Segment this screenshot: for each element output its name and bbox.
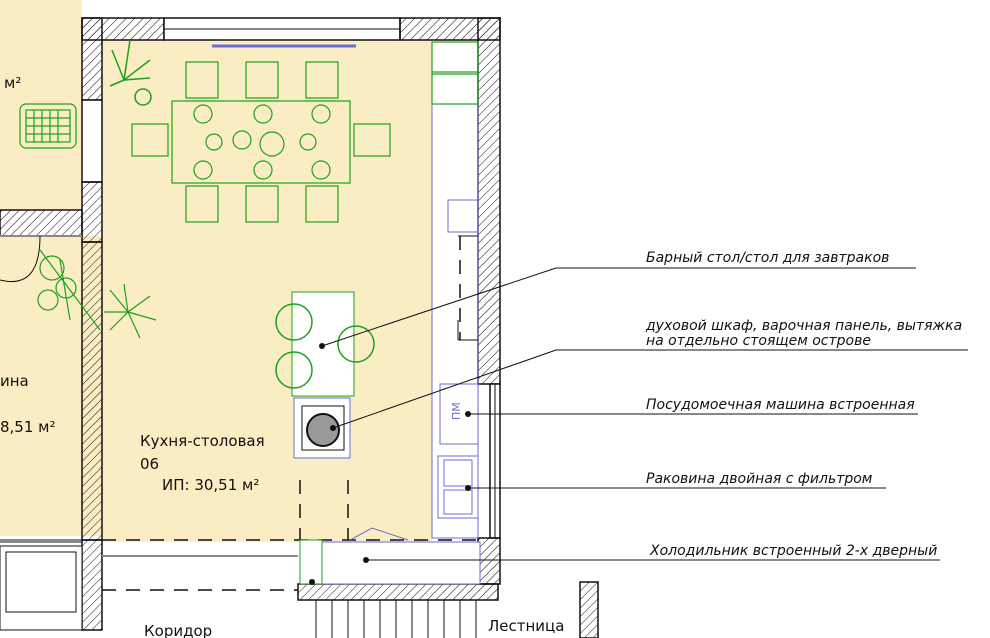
callout-dots [309, 343, 471, 585]
upper-cabinets [431, 41, 479, 105]
callout-leaders [321, 267, 968, 561]
left-room-area: м² [4, 74, 21, 92]
cooktop-island [293, 397, 351, 459]
double-sink [437, 455, 479, 519]
kitchen-number: 06 [140, 455, 159, 473]
laundry-basket-icon [19, 103, 77, 149]
stairs-label: Лестница [488, 617, 564, 635]
callout-sink: Раковина двойная с фильтром [646, 471, 873, 487]
corridor-label: Коридор [144, 622, 212, 638]
kitchen-cabinets [431, 41, 479, 539]
door-swing [0, 235, 41, 282]
palm-plant-icon [104, 283, 157, 339]
stairs [315, 600, 477, 638]
callout-dishwasher: Посудомоечная машина встроенная [646, 397, 915, 413]
plant-icon [37, 249, 101, 331]
bath-inner [5, 551, 77, 613]
dishwasher-mark: ПМ [450, 402, 463, 420]
fridge [321, 541, 481, 585]
left-room-name: ина [0, 372, 29, 390]
callout-oven-line1: духовой шкаф, варочная панель, вытяжка [645, 318, 962, 334]
kitchen-area: ИП: 30,51 м² [162, 476, 259, 494]
kitchen-name: Кухня-столовая [140, 432, 265, 450]
stairs-label-bg [484, 612, 564, 638]
island-outline [457, 235, 478, 341]
left-room-area2: 8,51 м² [0, 418, 56, 436]
left-room-floor [0, 0, 82, 210]
callout-oven-line2: на отдельно стоящем острове [646, 333, 871, 349]
callout-bar-table: Барный стол/стол для завтраков [646, 250, 889, 266]
callout-fridge: Холодильник встроенный 2-х дверный [649, 543, 937, 559]
bath-fixture [0, 545, 83, 631]
floor-lamp-icon [109, 39, 152, 106]
dashed-lines [102, 236, 478, 591]
fridge-side [299, 539, 323, 585]
dining-table [131, 61, 391, 223]
fridge-door-swing [349, 527, 409, 541]
